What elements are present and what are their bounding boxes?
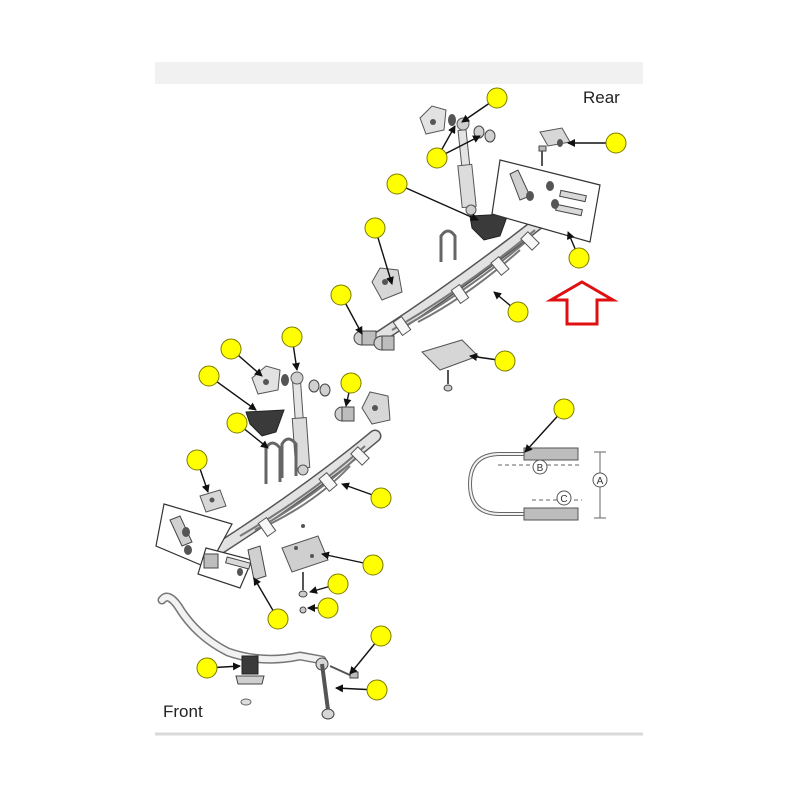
callout-marker <box>553 398 575 420</box>
dimension-label-b: B <box>537 463 544 474</box>
callout-marker <box>198 365 220 387</box>
front-u-bolts <box>264 437 298 484</box>
callout-marker <box>507 301 529 323</box>
front-leaf-spring <box>213 429 382 555</box>
callout-leaders <box>196 97 616 693</box>
front-spring-plate <box>281 524 329 614</box>
callout-marker <box>426 147 448 169</box>
front-bracket <box>361 391 391 425</box>
callout-marker <box>196 657 218 679</box>
dimension-label-a: A <box>597 476 604 487</box>
callout-marker <box>281 326 303 348</box>
callout-marker <box>226 412 248 434</box>
rear-label: Rear <box>583 88 620 107</box>
callout-marker <box>364 217 386 239</box>
front-bushing <box>334 406 355 422</box>
sway-bar-bushing <box>235 655 265 706</box>
rear-shackle-kit <box>491 159 601 243</box>
rear-leaf-spring <box>371 211 552 345</box>
highlight-arrow-icon <box>545 280 619 326</box>
callout-marker <box>486 87 508 109</box>
dimension-marker-c: C <box>556 490 572 506</box>
callout-marker <box>362 554 384 576</box>
rear-bracket <box>371 267 403 301</box>
callout-marker <box>494 350 516 372</box>
rear-u-bolt <box>439 229 457 262</box>
rear-hanger-bracket <box>538 127 571 166</box>
dimension-marker-b: B <box>532 459 548 475</box>
callout-marker <box>340 372 362 394</box>
callout-marker <box>605 132 627 154</box>
u-bolt-dimension-inset <box>467 447 606 521</box>
dimension-label-c: C <box>560 494 567 505</box>
front-small-bracket <box>199 489 227 513</box>
front-shackle-detail <box>197 545 267 589</box>
callout-marker <box>330 284 352 306</box>
dimension-marker-a: A <box>592 472 608 488</box>
callout-marker <box>186 449 208 471</box>
callout-marker <box>267 608 289 630</box>
rear-spring-plate <box>421 339 479 392</box>
header-band <box>155 62 643 84</box>
callouts <box>186 87 627 701</box>
callout-marker <box>327 573 349 595</box>
rear-shock-mount <box>419 105 496 143</box>
callout-marker <box>366 679 388 701</box>
callout-marker <box>386 173 408 195</box>
rear-bump-stop <box>469 213 509 241</box>
front-label: Front <box>163 702 203 721</box>
callout-marker <box>220 338 242 360</box>
callout-marker <box>317 597 339 619</box>
front-bump-stop <box>245 409 285 437</box>
sway-bar-end-link <box>315 657 359 720</box>
front-shock-absorber <box>290 371 311 476</box>
front-shock-mount <box>251 365 331 397</box>
callout-marker <box>568 247 590 269</box>
rear-bushings <box>353 330 395 351</box>
callout-marker <box>370 625 392 647</box>
rear-shock-absorber <box>456 117 477 216</box>
callout-marker <box>370 487 392 509</box>
front-sway-bar <box>157 592 327 665</box>
